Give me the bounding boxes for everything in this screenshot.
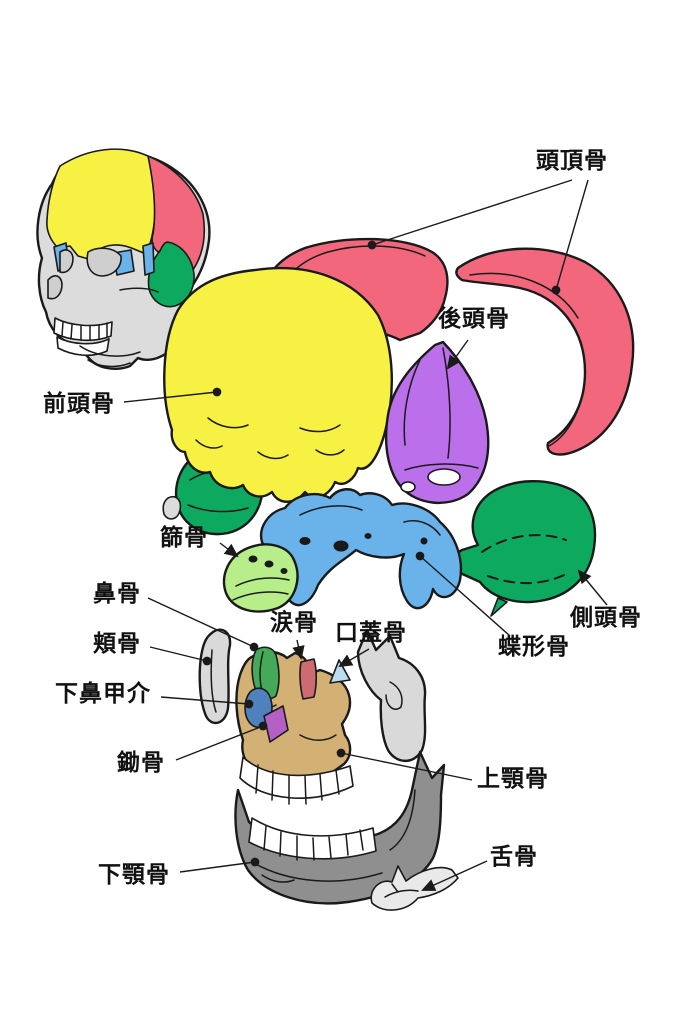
label-parietal: 頭頂骨 [536, 148, 608, 174]
reference-jaw-line [79, 345, 141, 368]
reference-nasal-aperture [47, 275, 63, 300]
label-lacrimal: 涙骨 [270, 610, 318, 636]
label-hyoid: 舌骨 [490, 844, 538, 870]
bone-temporal-right-ridges [481, 534, 571, 584]
bone-nasal [251, 646, 280, 700]
leader-hyoid [421, 860, 488, 891]
label-zygomatic: 頬骨 [93, 631, 141, 657]
label-nasal: 鼻骨 [93, 581, 141, 607]
bone-zygomatic-right-notch [385, 681, 403, 710]
label-vomer: 鋤骨 [117, 750, 165, 776]
bone-palatine [329, 659, 351, 684]
bone-sphenoid-foramina [299, 533, 428, 552]
reference-zygomatic-arch-line [119, 287, 159, 293]
leader-vomer [175, 721, 268, 761]
leader-lacrimal [292, 639, 305, 661]
bone-occipital-notch [400, 481, 416, 493]
teeth-upper-separators [255, 764, 340, 805]
bone-frontal [163, 266, 393, 503]
leader-ethmoid [219, 542, 239, 558]
label-mandible: 下顎骨 [98, 862, 170, 888]
bone-fragment-gray [162, 495, 182, 520]
bone-hyoid [370, 865, 459, 911]
label-sphenoid: 蝶形骨 [498, 634, 570, 660]
leader-lines [123, 179, 608, 891]
reference-teeth-lower [56, 336, 110, 357]
leader-parietal-1 [367, 179, 573, 250]
bone-temporal-right [452, 480, 597, 604]
bone-temporal-right-styloid [490, 597, 508, 617]
bone-hyoid-lines [384, 883, 419, 898]
leader-frontal [123, 387, 222, 403]
leader-maxilla [336, 748, 473, 781]
reference-teeth-separators [61, 321, 108, 341]
bone-parietal-right-suture [469, 272, 579, 447]
reference-eye-socket-left [59, 249, 74, 274]
bone-mandible-lines [251, 789, 416, 883]
reference-sphenoid-patch-3 [142, 242, 155, 276]
teeth-lower-separators [263, 825, 364, 861]
bone-frontal-brow-lines [195, 417, 345, 460]
leader-nasal [147, 597, 259, 652]
bone-vomer [263, 705, 289, 743]
leader-temporal [577, 569, 608, 606]
bone-parietal-right [455, 247, 635, 456]
reference-skull [36, 148, 211, 370]
leader-zygomatic [149, 646, 212, 666]
bone-zygomatic-left-line [210, 649, 217, 713]
reference-temporal-patch [147, 241, 195, 308]
bone-occipital-foramen-magnum [427, 468, 461, 486]
reference-eye-socket-right [86, 247, 122, 277]
teeth-upper [239, 756, 354, 799]
leader-palatine [338, 648, 370, 668]
bone-occipital-folds [403, 347, 479, 471]
leader-mandible [179, 857, 260, 873]
leader-parietal-2 [551, 179, 589, 295]
bone-lacrimal [299, 658, 318, 700]
leader-sphenoid [415, 551, 511, 637]
label-palatine: 口蓋骨 [335, 620, 407, 646]
diagram-ink [36, 148, 635, 911]
label-temporal: 側頭骨 [570, 605, 642, 631]
label-maxilla: 上顎骨 [477, 766, 549, 792]
label-inferior-nasal-concha: 下鼻甲介 [55, 681, 151, 707]
label-frontal: 前頭骨 [43, 391, 115, 417]
reference-frontal-patch [46, 148, 157, 261]
leader-inferior-nasal-concha [160, 696, 254, 709]
reference-teeth-upper [53, 317, 113, 342]
bone-zygomatic-right [356, 628, 427, 763]
bone-sphenoid-lines [299, 505, 441, 536]
bone-ethmoid-foramina [248, 555, 288, 574]
label-occipital: 後頭骨 [438, 306, 510, 332]
label-ethmoid: 篩骨 [160, 525, 208, 551]
leader-occipital [446, 339, 469, 370]
bone-zygomatic-left [198, 628, 232, 725]
bone-ethmoid-lines [232, 577, 290, 601]
bone-sphenoid [259, 488, 463, 610]
